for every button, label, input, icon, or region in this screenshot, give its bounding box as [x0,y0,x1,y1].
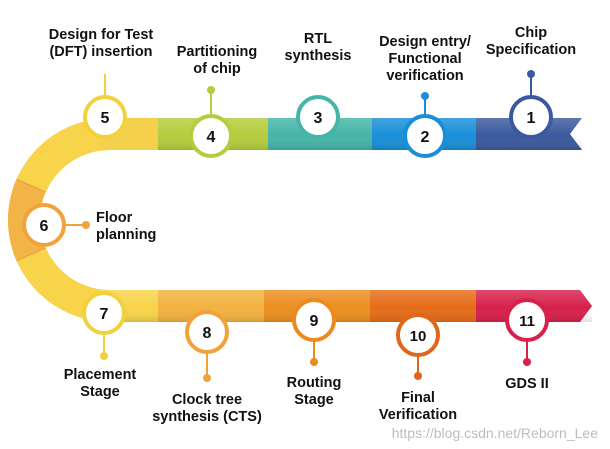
step-number-7: 7 [100,306,109,323]
step-circles: 1 2 3 4 5 6 7 8 [22,95,553,357]
step-label-7: Placement Stage [63,367,137,400]
step-circle-7: 7 [82,291,126,335]
step-circle-3: 3 [296,95,340,139]
step-label-6: Floor planning [96,210,157,243]
step-number-11: 11 [519,313,535,330]
watermark: https://blog.csdn.net/Reborn_Lee [391,425,598,441]
step-label-11: GDS II [505,376,549,392]
step-number-2: 2 [421,129,430,146]
step-number-3: 3 [314,110,323,127]
step-label-10: Final Verification [378,390,458,423]
step-circle-8: 8 [185,310,229,354]
step-number-8: 8 [203,325,212,342]
step-circle-10: 10 [396,313,440,357]
step-label-5: Design for Test (DFT) insertion [48,27,154,60]
step-number-1: 1 [527,110,536,127]
step-circle-6: 6 [22,203,66,247]
connectors [64,70,535,382]
step-label-1: Chip Specification [485,25,577,58]
step-circle-1: 1 [509,95,553,139]
step-label-4: Partitioning of chip [176,44,258,77]
step-number-9: 9 [310,313,319,330]
step-number-5: 5 [101,110,110,127]
step-circle-11: 11 [505,298,549,342]
step-label-9: Routing Stage [286,375,342,408]
curve-outer [8,118,110,322]
step-label-2: Design entry/ Functional verification [379,34,471,84]
step-circle-5: 5 [83,95,127,139]
top-band [100,118,582,150]
step-circle-9: 9 [292,298,336,342]
step-number-10: 10 [410,328,427,345]
step-label-8: Clock tree synthesis (CTS) [152,392,262,425]
step-number-4: 4 [207,129,216,146]
step-circle-4: 4 [189,114,233,158]
step-circle-2: 2 [403,114,447,158]
step-label-3: RTL synthesis [284,31,352,64]
step-number-6: 6 [40,218,49,235]
